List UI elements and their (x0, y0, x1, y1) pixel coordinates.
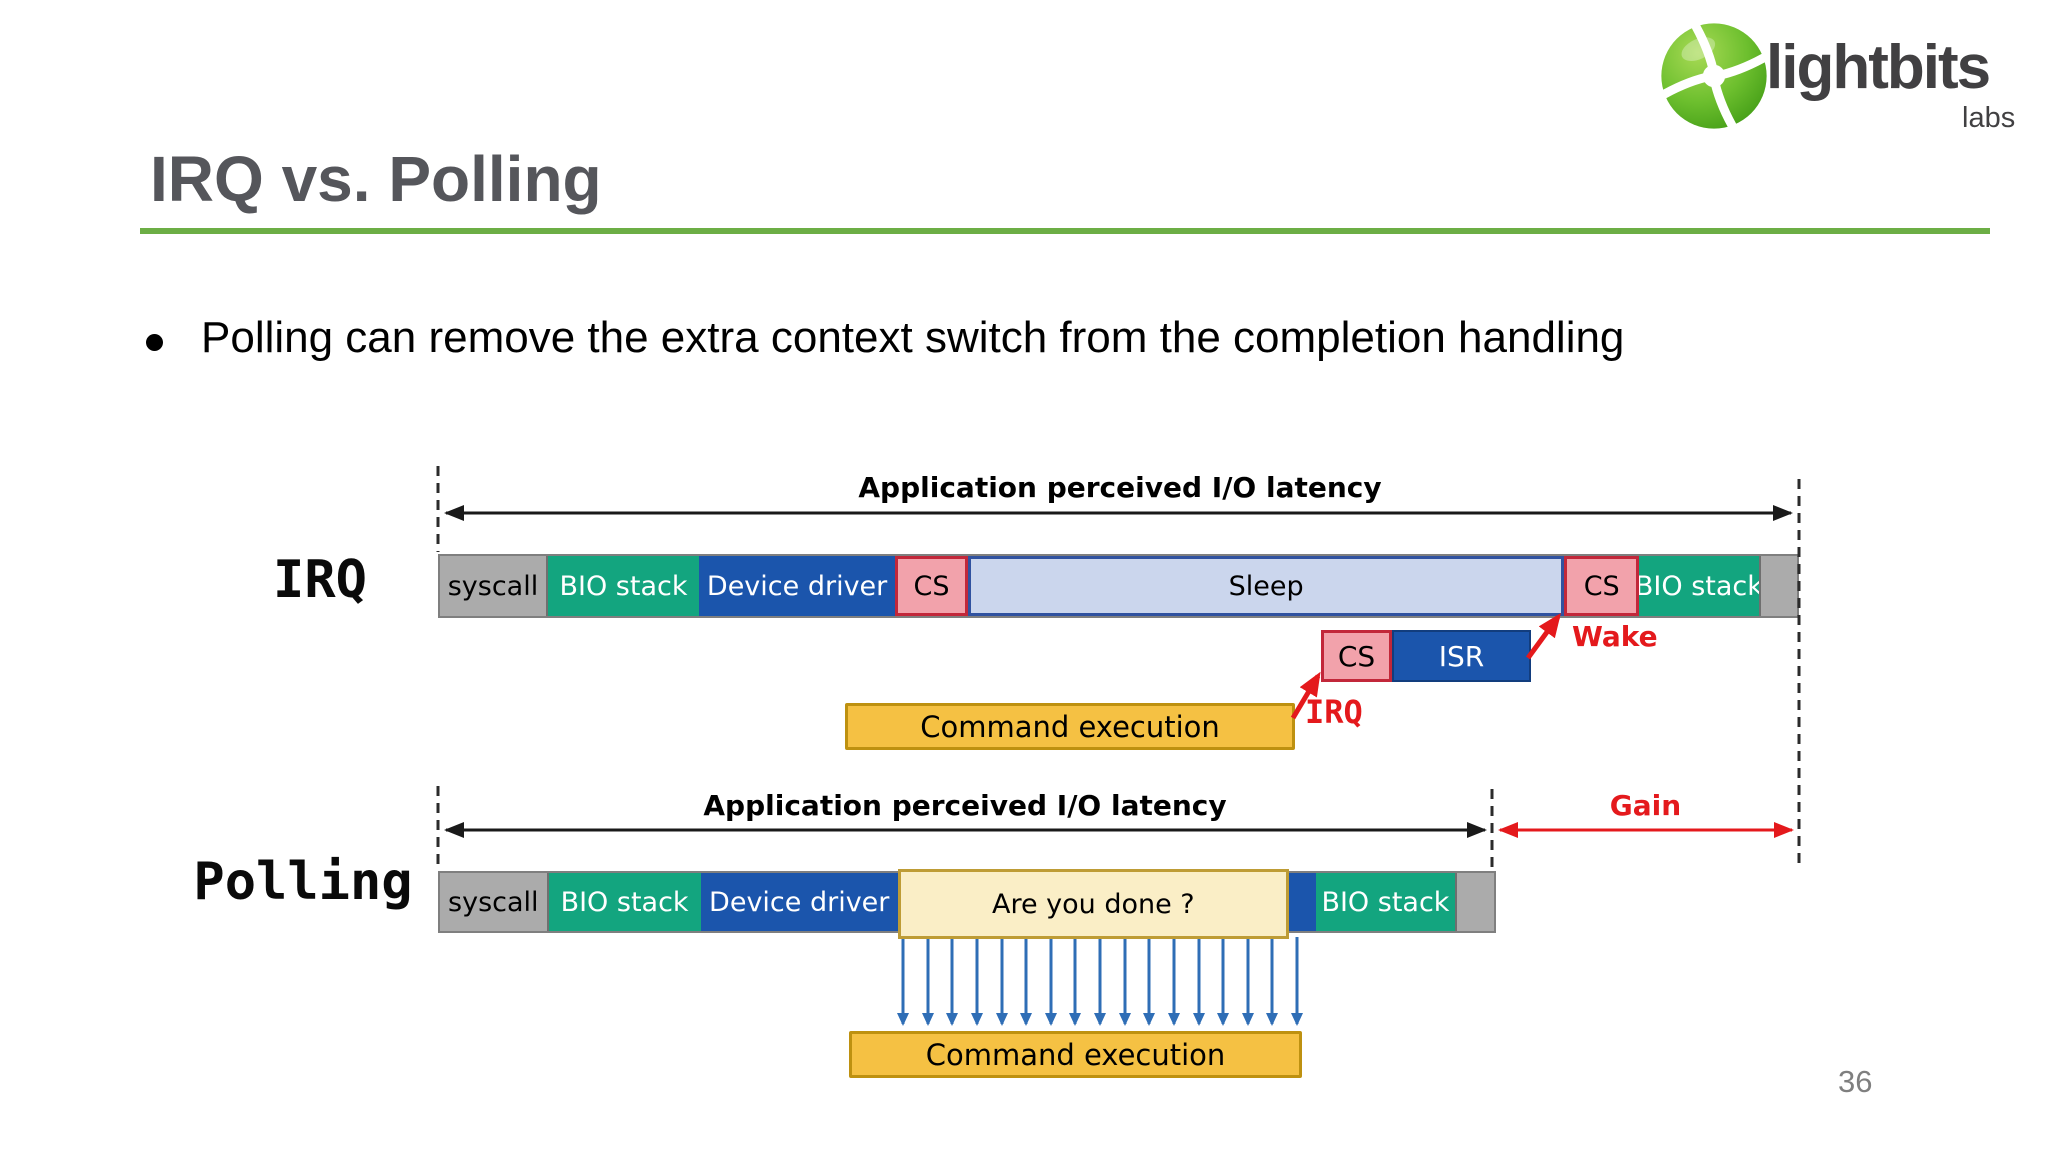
page-number: 36 (1838, 1064, 1873, 1099)
segment-device-driver: Device driver (700, 873, 898, 931)
bullet-item: Polling can remove the extra context swi… (146, 312, 1701, 363)
gain-label: Gain (1609, 789, 1682, 822)
lightbits-logo: lightbits labs (1650, 10, 2048, 155)
segment-endcap (1758, 556, 1797, 616)
segment-syscall: syscall (440, 556, 548, 616)
logo-sub-wordmark: labs (1962, 102, 2016, 134)
irq-row-label: IRQ (273, 550, 367, 610)
bullet-text: Polling can remove the extra context swi… (201, 313, 1625, 362)
polling-command-execution-box: Command execution (849, 1031, 1302, 1078)
polling-timeline-bar: syscall BIO stack Device driver Are you … (438, 869, 1496, 939)
wake-callout-arrow (1525, 612, 1561, 660)
segment-sleep: Sleep (967, 556, 1565, 616)
segment-device-driver: Device driver (699, 556, 896, 616)
cs-context-switch-box: CS (1321, 630, 1392, 682)
segment-syscall: syscall (440, 873, 549, 931)
bullet-dot (146, 334, 163, 351)
wake-callout-label: Wake (1572, 620, 1658, 653)
segment-cs: CS (895, 556, 968, 616)
segment-are-you-done: Are you done ? (897, 869, 1289, 939)
segment-bio-stack: BIO stack (548, 873, 701, 931)
segment-bio-stack: BIO stack (1316, 873, 1455, 931)
segment-bio-stack: BIO stack (547, 556, 699, 616)
segment-endcap (1454, 873, 1495, 931)
irq-command-execution-box: Command execution (845, 703, 1295, 750)
segment-cs: CS (1564, 556, 1640, 616)
segment-driver-sliver (1288, 873, 1317, 931)
lightbits-pinwheel-icon (1660, 22, 1768, 130)
logo-wordmark: lightbits (1766, 33, 1991, 102)
irq-timeline-bar: syscall BIO stack Device driver CS Sleep… (438, 554, 1799, 618)
irq-latency-label: Application perceived I/O latency (858, 471, 1382, 504)
title-underline (140, 228, 1990, 234)
isr-box: ISR (1392, 630, 1531, 682)
irq-callout-label: IRQ (1305, 693, 1363, 731)
segment-bio-stack: BIO stack (1639, 556, 1759, 616)
polling-row-label: Polling (193, 852, 413, 912)
polling-probe-arrows (897, 937, 1303, 1026)
page-title: IRQ vs. Polling (150, 143, 602, 215)
polling-latency-label: Application perceived I/O latency (703, 789, 1227, 822)
